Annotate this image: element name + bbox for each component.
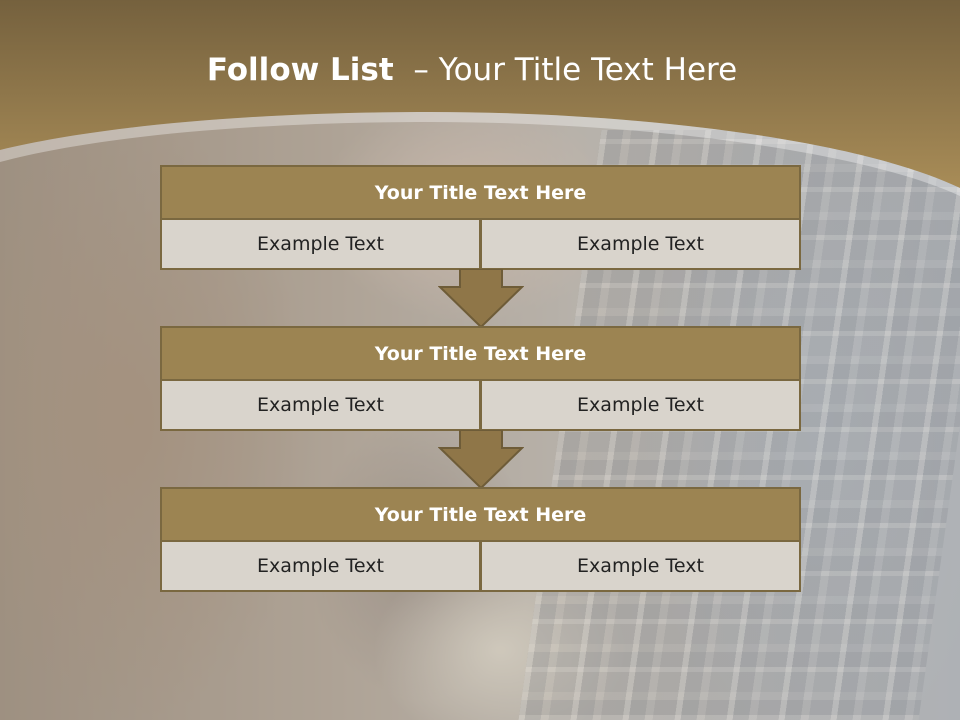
step-cell-right: Example Text [481, 381, 801, 431]
header-band [0, 0, 960, 196]
step-cell-left: Example Text [160, 542, 481, 592]
slide-title: Follow List – Your Title Text Here [0, 52, 944, 88]
slide-title-rest: – Your Title Text Here [393, 52, 738, 88]
step-row: Example Text Example Text [160, 381, 801, 431]
step-title: Your Title Text Here [160, 487, 801, 542]
step-block-3: Your Title Text Here Example Text Exampl… [160, 487, 801, 592]
step-title: Your Title Text Here [160, 165, 801, 220]
step-cell-left: Example Text [160, 220, 481, 270]
step-cell-right: Example Text [481, 220, 801, 270]
step-cell-right: Example Text [481, 542, 801, 592]
step-row: Example Text Example Text [160, 542, 801, 592]
slide-title-bold: Follow List [206, 52, 394, 88]
step-row: Example Text Example Text [160, 220, 801, 270]
step-title: Your Title Text Here [160, 326, 801, 381]
step-block-2: Your Title Text Here Example Text Exampl… [160, 326, 801, 431]
step-block-1: Your Title Text Here Example Text Exampl… [160, 165, 801, 270]
step-cell-left: Example Text [160, 381, 481, 431]
down-arrow-icon [438, 269, 524, 329]
down-arrow-icon [438, 430, 524, 490]
